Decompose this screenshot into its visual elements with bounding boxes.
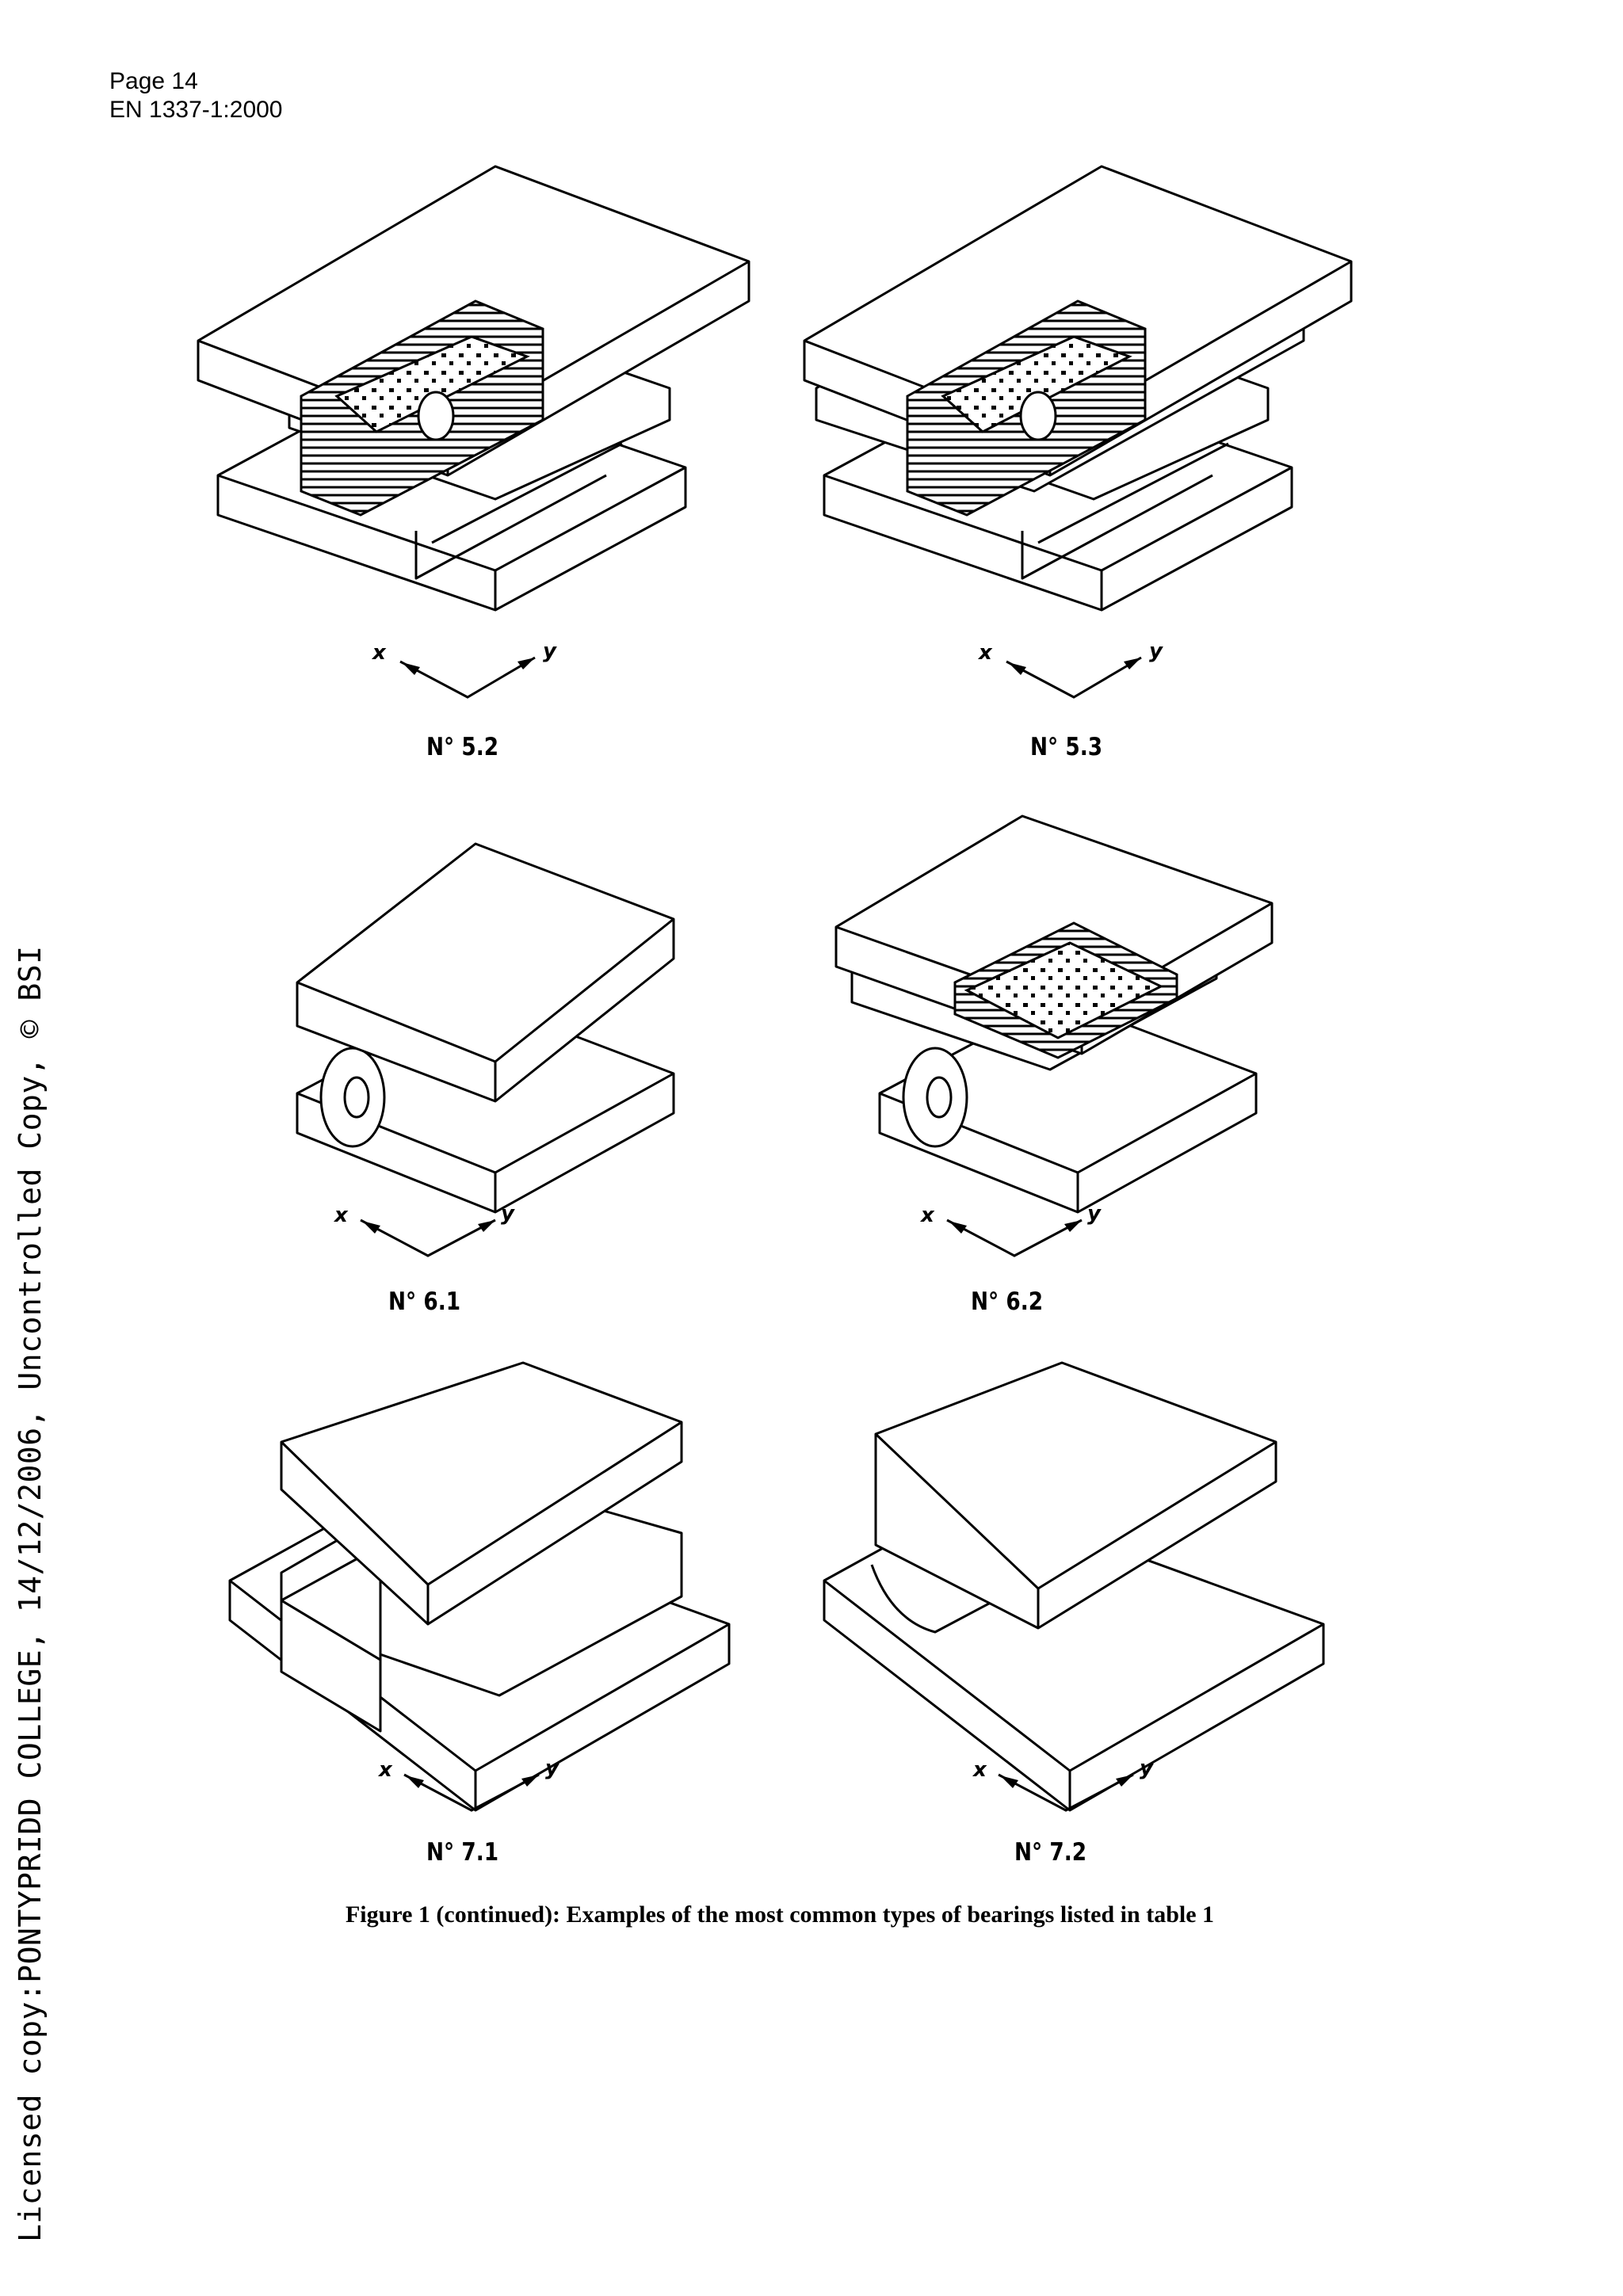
axis-y-label: y xyxy=(1087,1202,1102,1226)
figure-label-6-2: N° 6.2 xyxy=(971,1287,1044,1316)
standard-reference: EN 1337-1:2000 xyxy=(109,97,283,123)
figure-label-5-3: N° 5.3 xyxy=(1030,733,1103,761)
figure-bearing-7-2: x y xyxy=(816,1359,1339,1834)
axis-y-label: y xyxy=(501,1202,515,1226)
figure-caption: Figure 1 (continued): Examples of the mo… xyxy=(345,1901,1215,1928)
figure-bearing-5-2: x y xyxy=(194,158,765,729)
figure-label-7-1: N° 7.1 xyxy=(426,1838,499,1867)
figure-bearing-6-1: x y xyxy=(285,840,729,1283)
figure-bearing-6-2: x y xyxy=(828,808,1274,1283)
axis-x-label: x xyxy=(919,1203,935,1227)
page-number: Page 14 xyxy=(109,68,198,94)
axis-y-label: y xyxy=(545,1756,559,1780)
figure-label-5-2: N° 5.2 xyxy=(426,733,499,761)
axis-x-label: x xyxy=(371,641,387,665)
figure-label-6-1: N° 6.1 xyxy=(388,1287,461,1316)
figure-bearing-5-3: x y xyxy=(796,158,1367,729)
figure-bearing-7-1: x y xyxy=(222,1359,745,1834)
axis-x-label: x xyxy=(377,1758,393,1782)
license-watermark: Licensed copy:PONTYPRIDD COLLEGE, 14/12/… xyxy=(13,945,48,2242)
axis-x-label: x xyxy=(333,1203,349,1227)
axis-y-label: y xyxy=(1149,639,1163,663)
axis-x-label: x xyxy=(972,1758,987,1782)
axis-y-label: y xyxy=(1140,1756,1154,1780)
axis-y-label: y xyxy=(543,639,557,663)
axis-x-label: x xyxy=(977,641,993,665)
figure-label-7-2: N° 7.2 xyxy=(1014,1838,1087,1867)
